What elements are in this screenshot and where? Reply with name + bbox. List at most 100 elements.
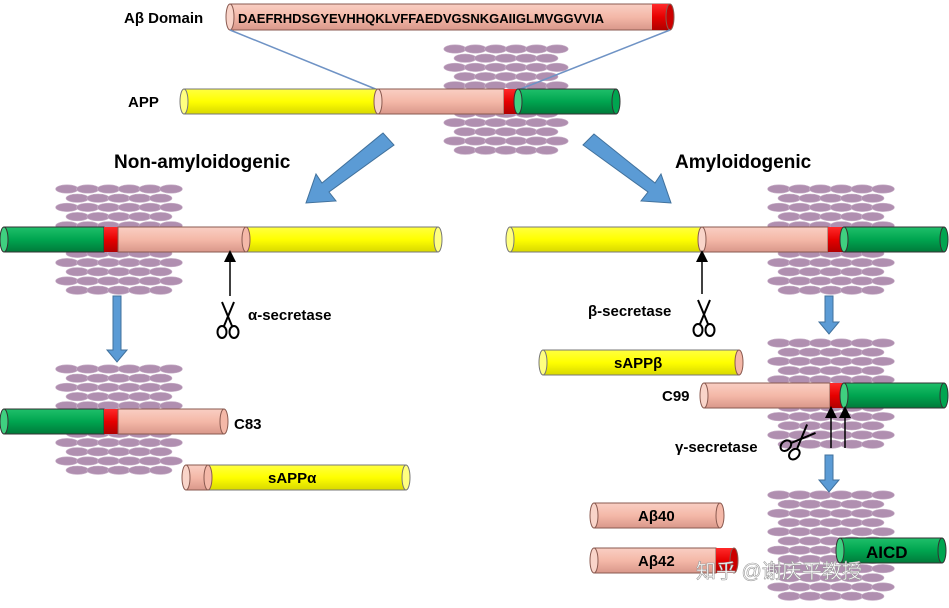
- lipid-head: [850, 202, 874, 212]
- c83-label: C83: [234, 416, 262, 433]
- lipid-head: [829, 527, 854, 537]
- lipid-head: [777, 267, 802, 277]
- beta-secretase-label: β-secretase: [588, 303, 671, 320]
- lipid-head: [514, 72, 538, 82]
- lipid-head: [829, 582, 854, 592]
- lipid-head: [808, 276, 833, 286]
- lipid-head: [138, 276, 162, 286]
- lipid-head: [138, 456, 162, 466]
- lipid-head: [777, 591, 802, 601]
- lipid-head: [138, 184, 162, 194]
- lipid-head: [525, 62, 549, 72]
- sappb-cylinder: [538, 349, 744, 376]
- lipid-head: [128, 392, 152, 402]
- lipid-head: [798, 285, 822, 295]
- lipid-head: [777, 499, 802, 509]
- lipid-head: [840, 285, 864, 295]
- lipid-head: [871, 184, 895, 194]
- lipid-head: [484, 118, 508, 128]
- lipid-head: [860, 366, 885, 376]
- lipid-head: [86, 392, 110, 402]
- ab-domain-label: Aβ Domain: [124, 10, 203, 27]
- lipid-head: [871, 202, 895, 212]
- connector-left: [229, 29, 379, 91]
- lipid-head: [159, 456, 183, 466]
- lipid-head: [86, 285, 110, 295]
- lipid-head: [65, 267, 90, 277]
- lipid-head: [494, 72, 518, 82]
- lipid-head: [829, 338, 854, 348]
- lipid-head: [808, 527, 833, 537]
- lipid-head: [159, 438, 183, 448]
- lipid-head: [788, 527, 812, 537]
- lipid-head: [767, 430, 791, 440]
- aicd-cylinder: [835, 537, 947, 564]
- lipid-head: [128, 447, 152, 457]
- lipid-head: [96, 258, 121, 268]
- lipid-head: [788, 545, 812, 555]
- lipid-head: [788, 508, 812, 518]
- lipid-head: [159, 258, 183, 268]
- lipid-head: [96, 184, 121, 194]
- lipid-head: [798, 518, 822, 528]
- lipid-head: [860, 518, 885, 528]
- lipid-head: [829, 356, 854, 366]
- lipid-head: [76, 202, 100, 212]
- sappa-cylinder: [181, 464, 411, 491]
- lipid-head: [829, 412, 854, 422]
- lipid-head: [788, 582, 812, 592]
- c83-cylinder: [0, 408, 229, 435]
- lipid-head: [767, 202, 791, 212]
- lipid-head: [443, 118, 467, 128]
- lipid-head: [871, 508, 895, 518]
- lipid-head: [86, 447, 110, 457]
- lipid-head: [798, 347, 822, 357]
- lipid-head: [871, 582, 895, 592]
- lipid-head: [850, 276, 874, 286]
- lipid-head: [128, 285, 152, 295]
- lipid-head: [808, 356, 833, 366]
- lipid-head: [798, 536, 822, 546]
- lipid-head: [829, 258, 854, 268]
- lipid-head: [860, 193, 885, 203]
- lipid-head: [840, 193, 864, 203]
- lipid-head: [777, 193, 802, 203]
- lipid-head: [55, 276, 79, 286]
- lipid-head: [138, 202, 162, 212]
- lipid-head: [494, 53, 518, 63]
- lipid-head: [55, 202, 79, 212]
- lipid-head: [535, 53, 559, 63]
- lipid-head: [55, 456, 79, 466]
- lipid-head: [453, 53, 477, 63]
- lipid-head: [463, 44, 487, 54]
- lipid-head: [545, 62, 569, 72]
- lipid-head: [788, 184, 812, 194]
- lipid-head: [76, 382, 100, 392]
- arrow-down-right-1: [817, 295, 841, 335]
- lipid-head: [138, 438, 162, 448]
- lipid-head: [463, 136, 487, 146]
- sappa-label: sAPPα: [268, 470, 317, 487]
- lipid-head: [808, 258, 833, 268]
- lipid-head: [453, 145, 477, 155]
- lipid-head: [871, 338, 895, 348]
- lipid-head: [76, 184, 100, 194]
- lipid-head: [777, 285, 802, 295]
- lipid-head: [128, 212, 152, 222]
- lipid-head: [494, 145, 518, 155]
- lipid-head: [777, 347, 802, 357]
- lipid-head: [65, 285, 90, 295]
- lipid-head: [463, 118, 487, 128]
- lipid-head: [159, 276, 183, 286]
- lipid-head: [860, 267, 885, 277]
- lipid-head: [107, 193, 131, 203]
- lipid-head: [453, 72, 477, 82]
- lipid-head: [128, 193, 152, 203]
- non-amyloidogenic-heading: Non-amyloidogenic: [114, 152, 291, 173]
- gamma-secretase-label: γ-secretase: [675, 439, 758, 456]
- lipid-head: [850, 338, 874, 348]
- lipid-head: [65, 212, 90, 222]
- arrow-down-right-2: [817, 454, 841, 493]
- lipid-head: [767, 527, 791, 537]
- lipid-head: [871, 430, 895, 440]
